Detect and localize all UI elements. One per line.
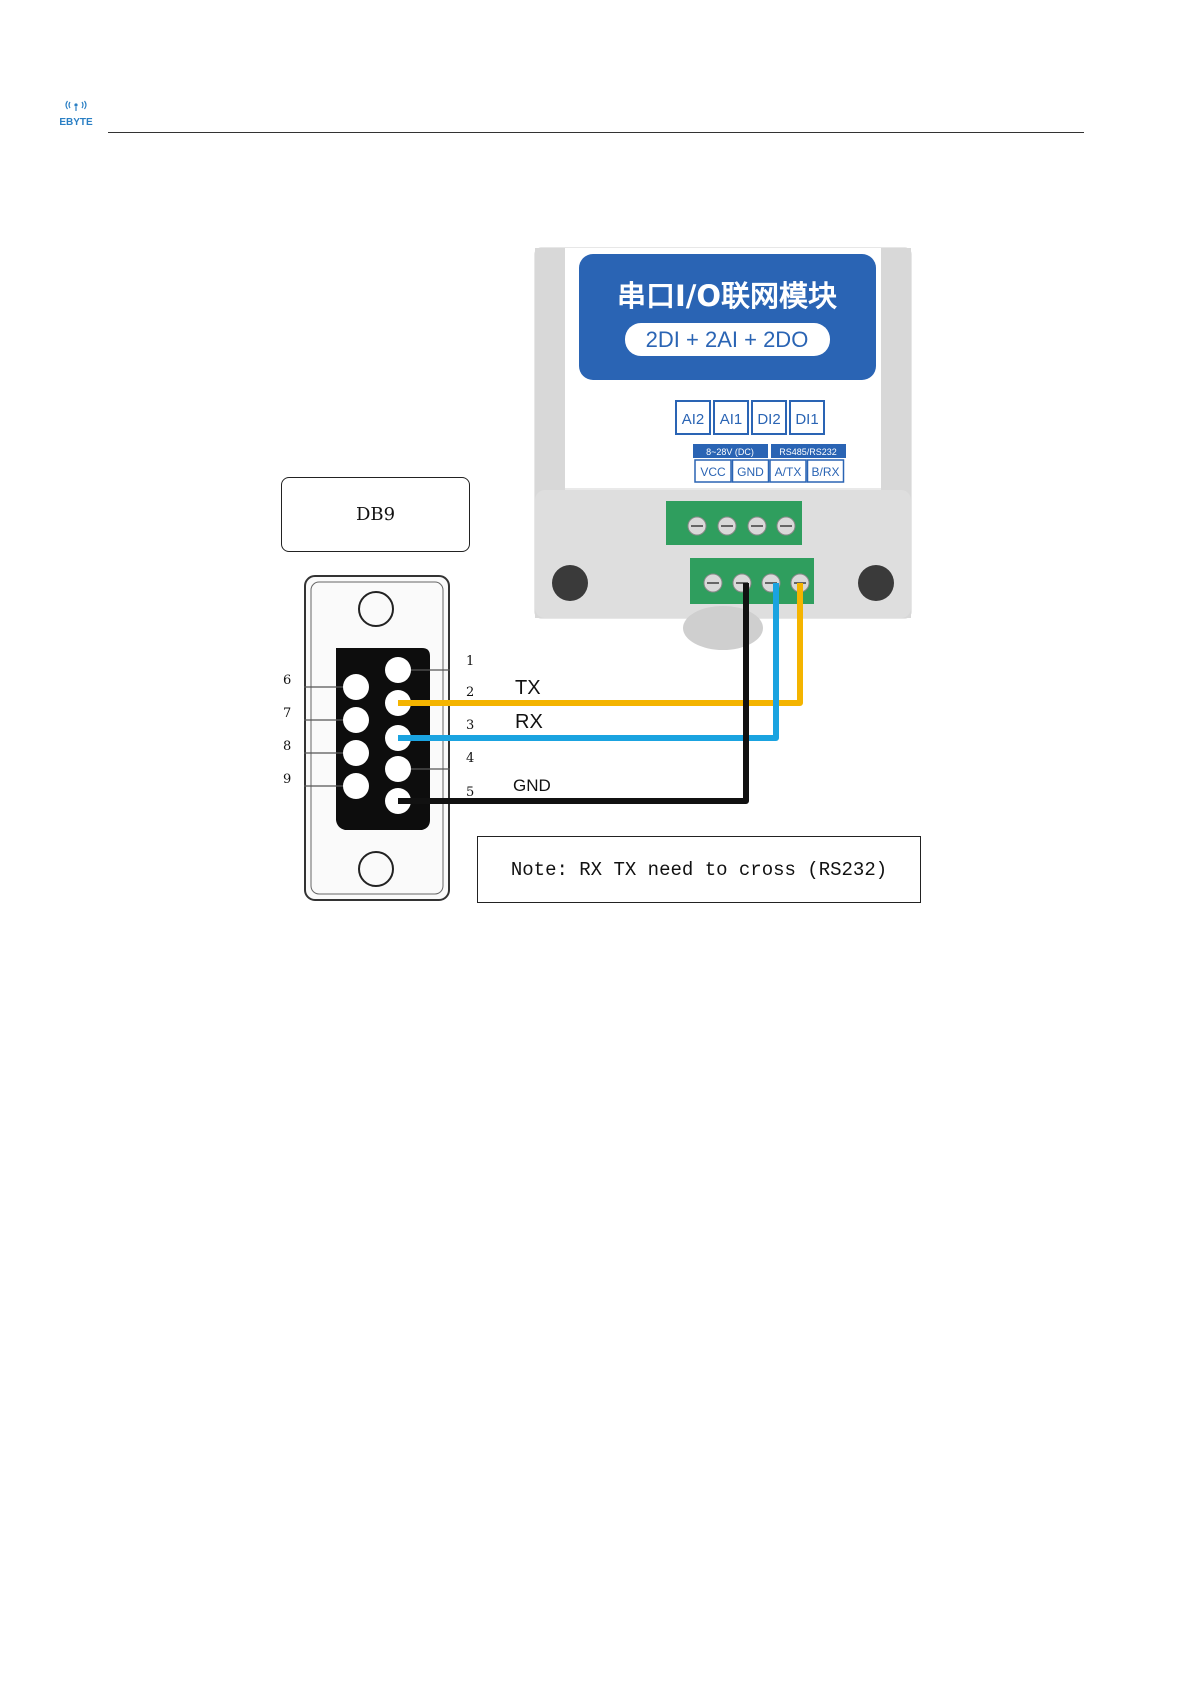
note-box: Note: RX TX need to cross (RS232) xyxy=(477,836,921,903)
db9-pin xyxy=(385,756,411,782)
io-label: AI1 xyxy=(720,411,743,428)
pin-number: 5 xyxy=(466,785,474,800)
note-text: Note: RX TX need to cross (RS232) xyxy=(511,859,887,881)
terminal-label: VCC xyxy=(700,465,726,479)
db9-pin xyxy=(343,740,369,766)
wire-label-tx: TX xyxy=(515,677,541,699)
db9-label-box: DB9 xyxy=(281,477,470,552)
pin-number: 1 xyxy=(466,654,474,669)
db9-pin xyxy=(385,657,411,683)
module-label-panel xyxy=(579,254,876,380)
wire-label-gnd: GND xyxy=(513,776,551,795)
pin-number: 9 xyxy=(283,772,291,787)
power-group-label: 8~28V (DC) xyxy=(706,447,754,457)
pin-number: 2 xyxy=(466,685,474,700)
io-label: AI2 xyxy=(682,411,705,428)
io-label: DI1 xyxy=(795,411,818,428)
serial-group-label: RS485/RS232 xyxy=(779,447,837,457)
io-module: 串口I/O联网模块 2DI + 2AI + 2DO AI2 AI1 DI2 DI1 8… xyxy=(535,248,911,650)
terminal-label: GND xyxy=(737,465,764,479)
pin-number: 6 xyxy=(283,673,291,688)
pin-number: 3 xyxy=(466,718,474,733)
pin-number: 8 xyxy=(283,739,291,754)
terminal-label: A/TX xyxy=(775,465,802,479)
db9-pin xyxy=(343,707,369,733)
io-label: DI2 xyxy=(757,411,780,428)
db9-pin xyxy=(343,674,369,700)
module-subtitle: 2DI + 2AI + 2DO xyxy=(646,327,809,352)
module-title: 串口I/O联网模块 xyxy=(617,279,837,313)
pin-number: 7 xyxy=(283,706,291,721)
pin-number: 4 xyxy=(466,751,474,766)
wire-label-rx: RX xyxy=(515,711,543,733)
db9-pin xyxy=(343,773,369,799)
db9-label: DB9 xyxy=(356,504,395,525)
terminal-label: B/RX xyxy=(811,465,839,479)
